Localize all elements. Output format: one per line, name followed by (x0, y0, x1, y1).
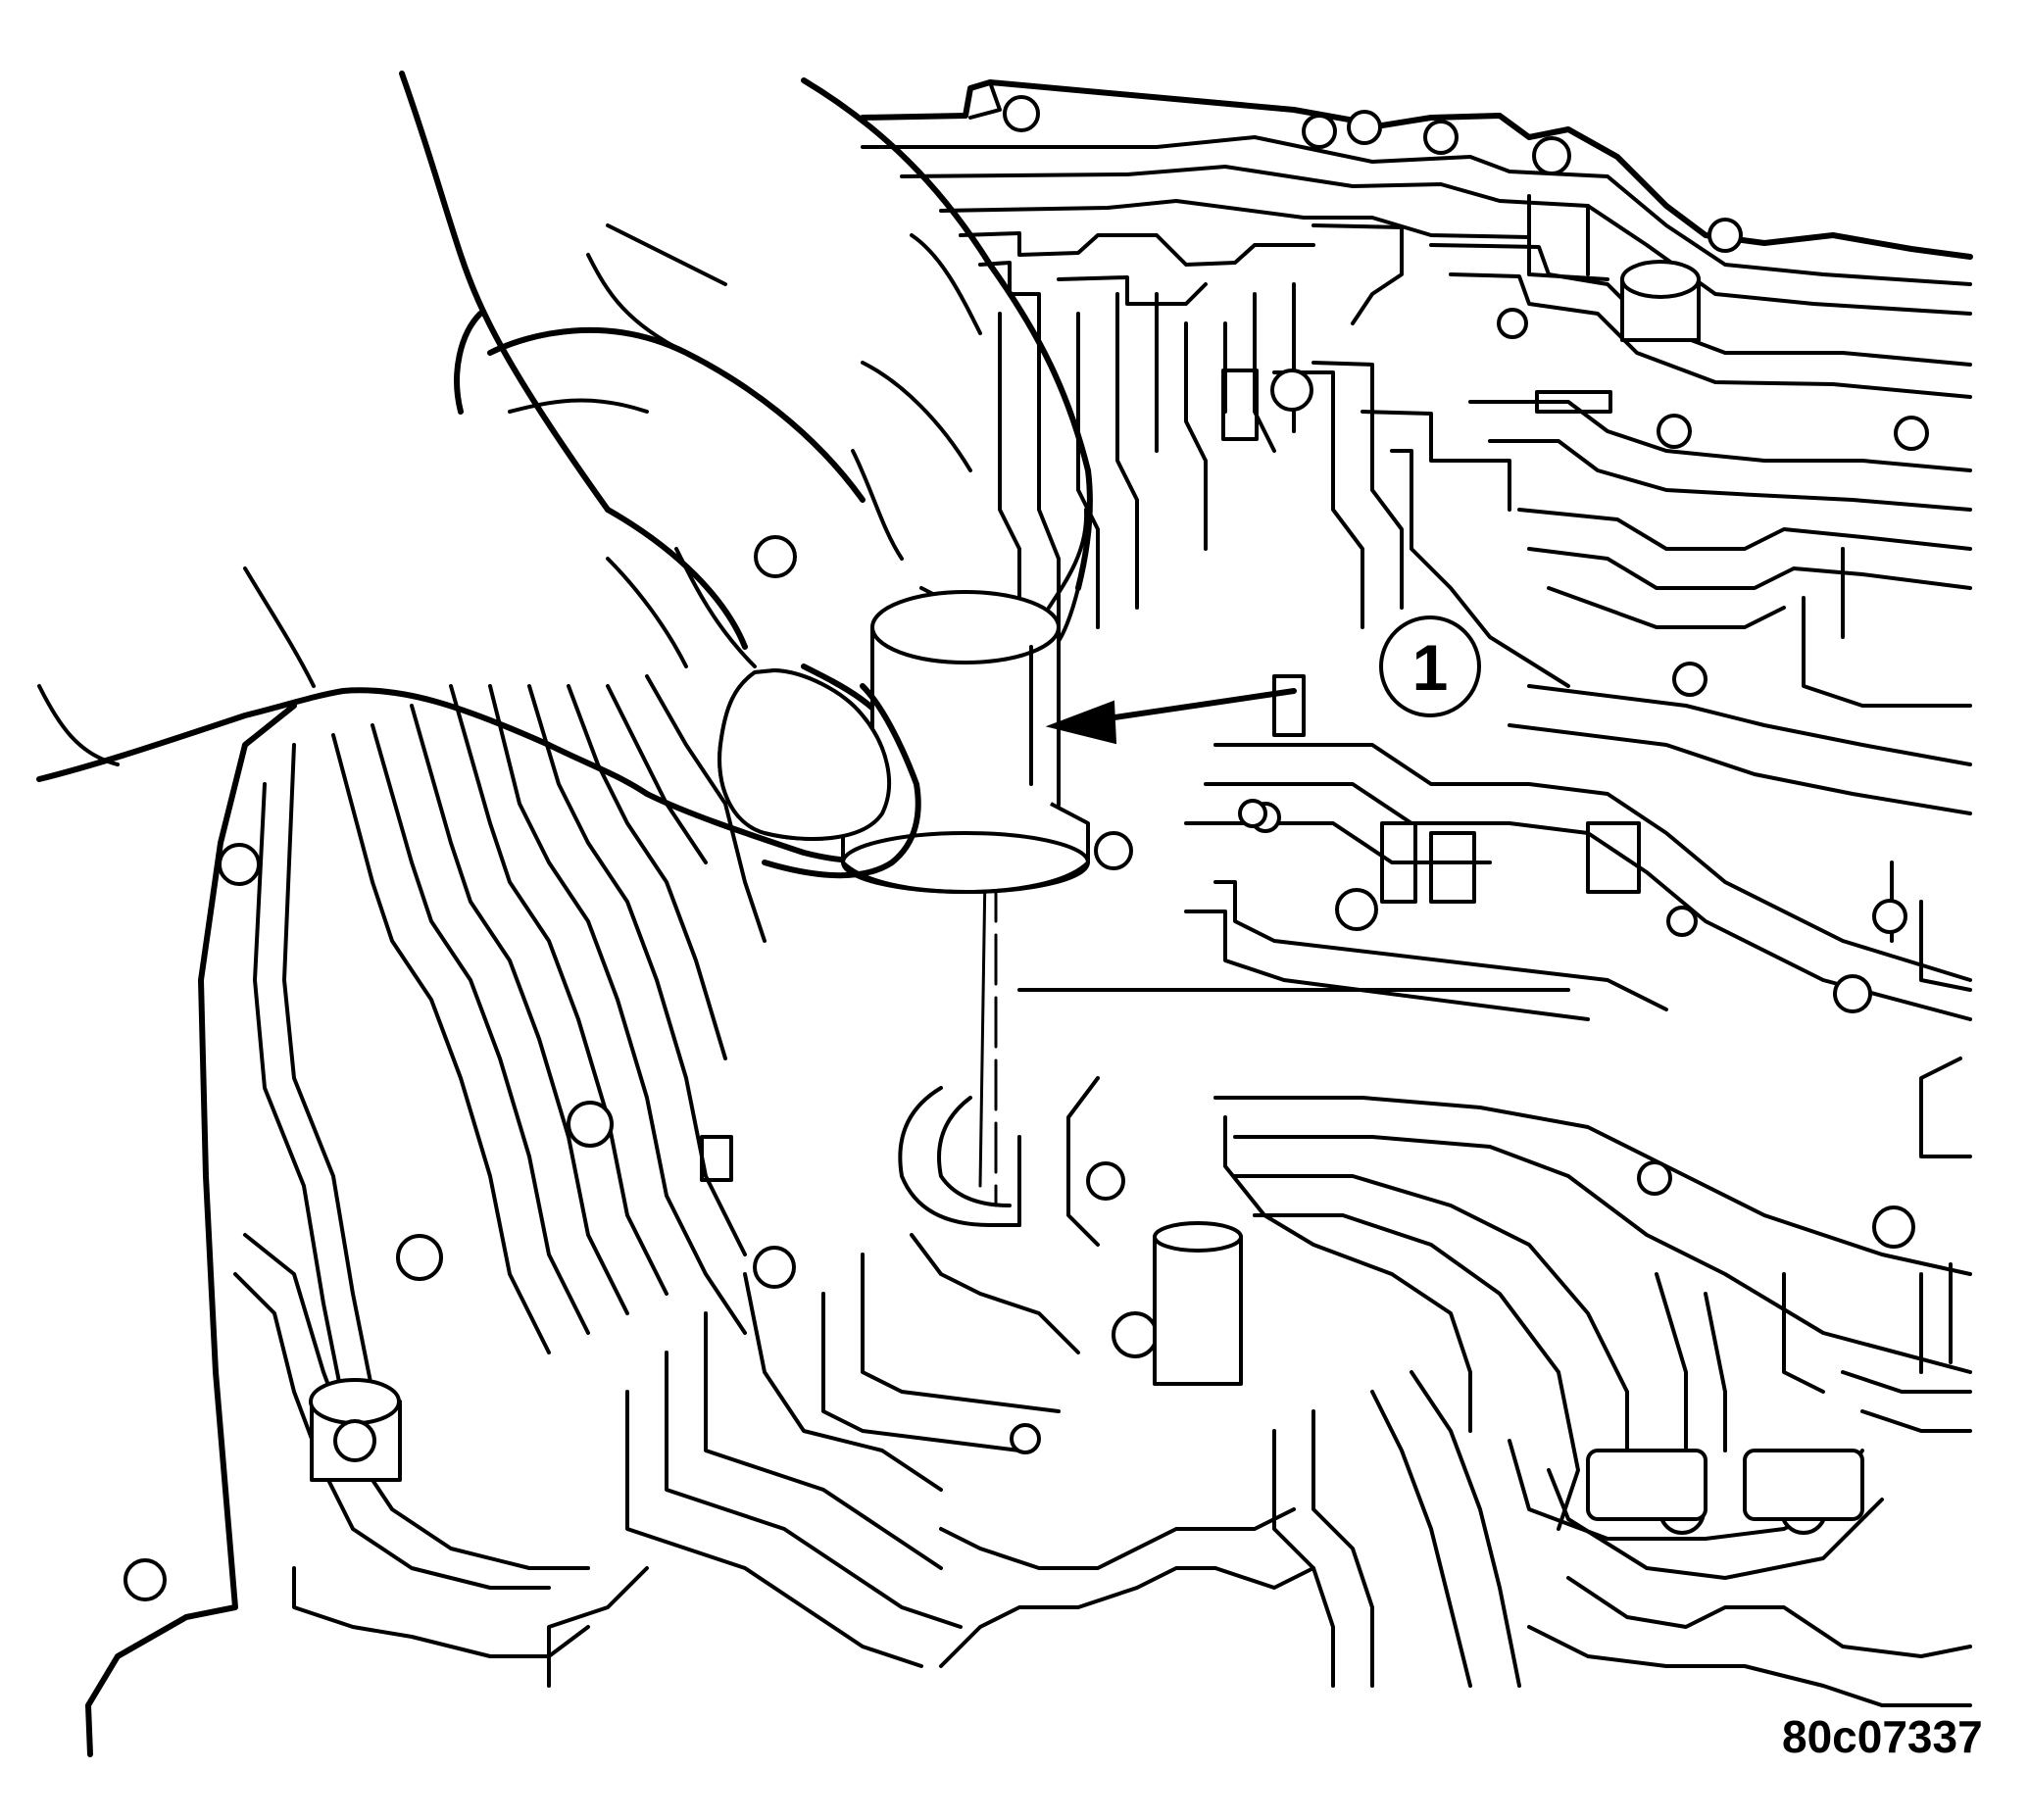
technician-hand (36, 71, 1093, 863)
callout-marker: 1 (1379, 615, 1481, 717)
callout-arrow (1045, 688, 1297, 745)
valve-body-ports (700, 369, 1641, 1247)
figure-id-label: 80c07337 (1782, 1711, 1983, 1762)
valve-body-outline (85, 79, 1973, 1757)
callout-number: 1 (1412, 631, 1449, 704)
valve-body-passages (233, 135, 1972, 1707)
fingertip-overlay (718, 508, 1089, 879)
valve-body-bosses (309, 260, 1864, 1521)
installation-guide-line (978, 870, 998, 1207)
